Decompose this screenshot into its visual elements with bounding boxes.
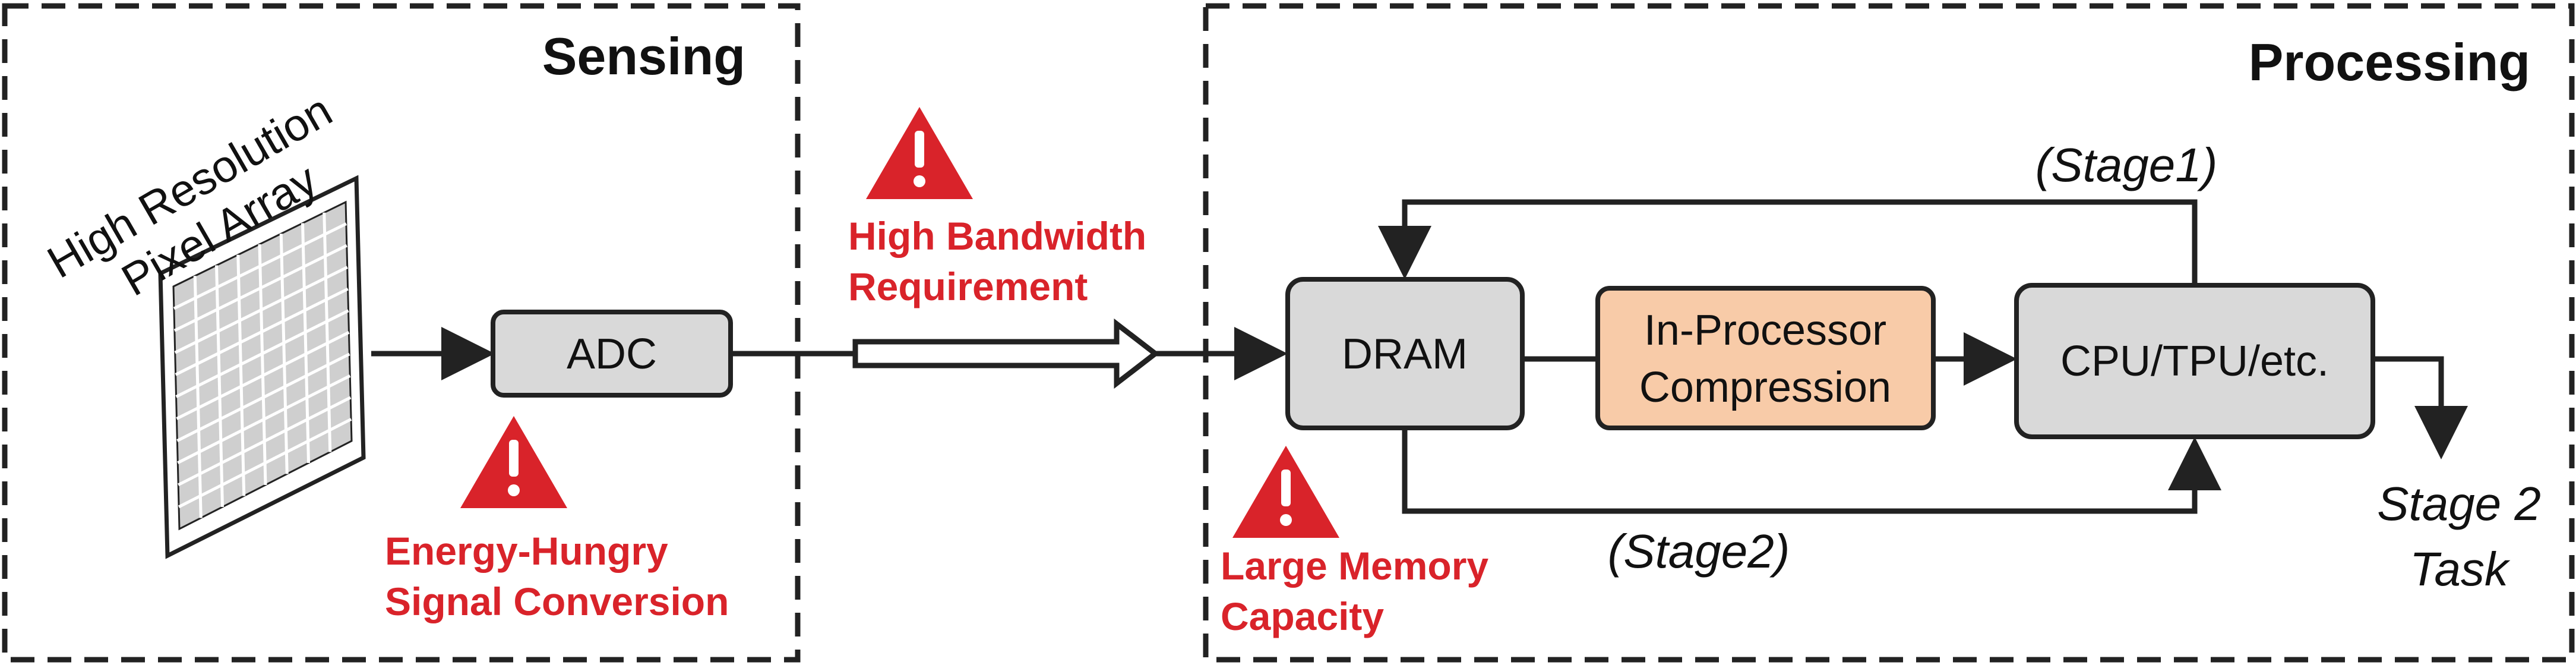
pixel-grid-line <box>279 234 289 474</box>
pixel-grid-line <box>215 265 224 508</box>
compression-label-line2: Compression <box>1639 364 1891 411</box>
bandwidth-warning-icon <box>866 107 973 199</box>
pixel-grid-line <box>176 352 350 442</box>
compression-label-line1: In-Processor <box>1644 307 1886 354</box>
memory-warning-icon <box>1232 446 1339 538</box>
bandwidth-warning-line2: Requirement <box>848 264 1088 308</box>
task-label-line1: Stage 2 <box>2377 477 2541 530</box>
sensing-region <box>2 3 801 663</box>
pixel-grid-line <box>174 266 348 354</box>
pixel-grid-line <box>178 418 352 509</box>
stage2-label: (Stage2) <box>1608 525 1790 578</box>
adc-warning-line2: Signal Conversion <box>385 579 729 623</box>
pixel-grid-line <box>323 212 332 452</box>
cpu-label: CPU/TPU/etc. <box>2060 338 2329 385</box>
pixel-grid-line <box>236 254 246 496</box>
adc-warning-icon <box>460 416 567 508</box>
task-label-line2: Task <box>2410 543 2511 595</box>
pixel-grid-line <box>173 222 347 310</box>
pixel-grid-line <box>173 244 347 332</box>
memory-warning-line1: Large Memory <box>1221 544 1488 588</box>
dram-label: DRAM <box>1342 330 1468 378</box>
pixel-grid-line <box>193 276 203 518</box>
stage2-bypass-arrow <box>1402 428 2221 514</box>
pixel-grid-line <box>178 396 352 487</box>
processing-title: Processing <box>2249 33 2530 92</box>
bandwidth-arrow <box>852 318 1160 389</box>
bandwidth-warning-line1: High Bandwidth <box>848 214 1146 258</box>
adc-label: ADC <box>567 330 657 378</box>
stage1-label: (Stage1) <box>2035 138 2218 191</box>
sensing-title: Sensing <box>542 27 745 86</box>
pixel-grid-line <box>176 331 350 420</box>
adc-warning-line1: Energy-Hungry <box>385 529 668 573</box>
stage1-feedback-arrow <box>1378 199 2198 285</box>
cpu-to-task-arrow <box>2373 356 2468 459</box>
processing-region <box>1203 3 2575 663</box>
pixel-grid-line <box>175 287 349 376</box>
pixel-array <box>158 175 366 559</box>
pixel-grid-line <box>258 244 267 486</box>
pixel-grid-line <box>177 374 351 464</box>
pixel-grid-line <box>301 223 310 464</box>
pixel-grid-line <box>175 309 349 398</box>
memory-warning-line2: Capacity <box>1221 594 1384 638</box>
adc-box <box>491 310 733 398</box>
